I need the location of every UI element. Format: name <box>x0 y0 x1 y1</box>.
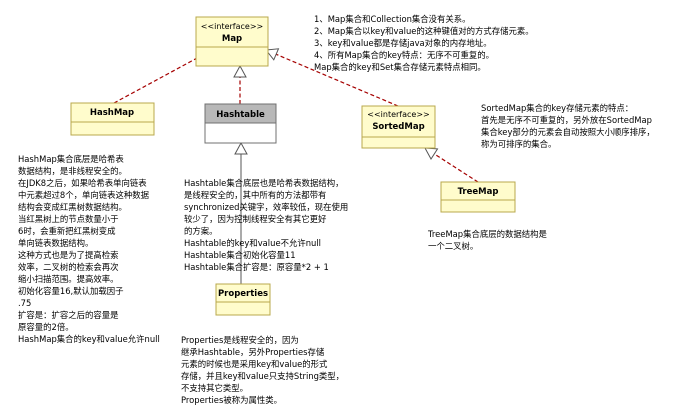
inheritance-edges <box>113 48 479 284</box>
note-line: 存储，并且key和value只支持String类型， <box>181 371 344 381</box>
treemap-name: TreeMap <box>458 187 499 197</box>
note-line: 这种方式也是为了提高检索 <box>18 250 119 260</box>
map-name: Map <box>222 34 242 44</box>
note-line: 集合key部分的元素会自动按照大小顺序排序， <box>481 127 655 137</box>
note-line: Map集合的key和Set集合存储元素特点相同。 <box>314 62 486 72</box>
note-line: Hashtable集合扩容是：原容量*2 + 1 <box>184 262 329 272</box>
class-box-hashtable[interactable]: Hashtable <box>204 103 277 144</box>
note-hashmap: HashMap集合底层是哈希表 数据结构，是非线程安全的。 在JDK8之后，如果… <box>18 154 160 344</box>
note-line: 的方案。 <box>184 226 218 236</box>
note-line: 当红黑树上的节点数量小于 <box>18 214 119 224</box>
note-line: Properties是线程安全的，因为 <box>181 335 299 345</box>
note-line: 数据结构，是非线程安全的。 <box>18 166 127 176</box>
note-line: 结构会变成红黑树数据结构。 <box>18 202 127 212</box>
note-line: synchronized关键字，效率较低，现在使用 <box>184 202 348 212</box>
note-treemap: TreeMap集合底层的数据结构是 一个二叉树。 <box>427 229 547 251</box>
note-line: 是线程安全的，其中所有的方法都带有 <box>184 190 326 200</box>
note-line: 6时，会重新把红黑树变成 <box>18 226 116 236</box>
note-line: 扩容是：扩容之后的容量是 <box>18 310 119 320</box>
note-line: 不支持其它类型。 <box>181 383 248 393</box>
arrowhead-hashtable-map <box>233 64 247 78</box>
note-line: 4、所有Map集合的key特点：无序不可重复的。 <box>314 50 494 60</box>
note-line: 在JDK8之后，如果哈希表单向链表 <box>18 178 147 188</box>
note-line: 元素的时候也是采用key和value的形式 <box>181 359 328 369</box>
sortedmap-stereotype: <<interface>> <box>367 110 430 119</box>
map-stereotype: <<interface>> <box>201 22 264 31</box>
class-box-map[interactable]: <<interface>> Map <box>195 16 269 67</box>
class-box-treemap[interactable]: TreeMap <box>440 181 516 213</box>
class-box-hashmap[interactable]: HashMap <box>70 102 155 136</box>
note-hashtable: Hashtable集合底层也是哈希表数据结构， 是线程安全的，其中所有的方法都带… <box>184 178 348 272</box>
note-line: 原容量的2倍。 <box>18 322 74 332</box>
note-line: 中元素超过8个，单向链表这种数据 <box>18 190 150 200</box>
note-line: 缩小扫描范围。提高效率。 <box>18 274 119 284</box>
note-line: Properties被称为属性类。 <box>181 395 282 405</box>
note-line: Hashtable的key和value不允许null <box>184 238 321 248</box>
hashtable-name: Hashtable <box>216 110 265 120</box>
class-box-sortedmap[interactable]: <<interface>> SortedMap <box>361 105 436 149</box>
note-line: 单向链表数据结构。 <box>18 238 93 248</box>
note-line: 初始化容量16,默认加载因子 <box>18 286 123 296</box>
sortedmap-name: SortedMap <box>372 122 424 132</box>
note-line: Hashtable集合初始化容量11 <box>184 250 296 260</box>
arrowhead-sortedmap-map <box>265 48 280 61</box>
arrowhead-properties-hashtable <box>234 141 248 155</box>
properties-name: Properties <box>218 289 268 299</box>
note-line: HashMap集合底层是哈希表 <box>18 154 124 164</box>
note-line: HashMap集合的key和value允许null <box>18 334 160 344</box>
note-line: SortedMap集合的key存储元素的特点： <box>481 103 633 113</box>
note-line: 3、key和value都是存储java对象的内存地址。 <box>314 38 492 48</box>
edge-sortedmap-to-map <box>265 49 399 107</box>
class-box-properties[interactable]: Properties <box>215 283 271 316</box>
note-properties: Properties是线程安全的，因为 继承Hashtable，另外Proper… <box>181 335 344 405</box>
note-line: .75 <box>18 298 31 308</box>
note-line: 称为可排序的集合。 <box>481 139 556 149</box>
note-line: 较少了，因为控制线程安全有其它更好 <box>184 214 327 224</box>
note-line: Hashtable集合底层也是哈希表数据结构， <box>184 178 344 188</box>
note-line: TreeMap集合底层的数据结构是 <box>427 229 547 239</box>
note-line: 首先是无序不可重复的，另外放在SortedMap <box>481 115 652 125</box>
note-line: 一个二叉树。 <box>428 241 478 251</box>
note-line: 2、Map集合以key和value的这种键值对的方式存储元素。 <box>314 26 534 36</box>
note-line: 继承Hashtable，另外Properties存储 <box>181 347 325 357</box>
note-map: 1、Map集合和Collection集合没有关系。 2、Map集合以key和va… <box>314 14 534 72</box>
note-line: 1、Map集合和Collection集合没有关系。 <box>314 14 471 24</box>
note-sortedmap: SortedMap集合的key存储元素的特点： 首先是无序不可重复的，另外放在S… <box>481 103 655 149</box>
hashmap-name: HashMap <box>90 108 134 118</box>
note-line: 效率，二叉树的检索会再次 <box>18 262 119 272</box>
